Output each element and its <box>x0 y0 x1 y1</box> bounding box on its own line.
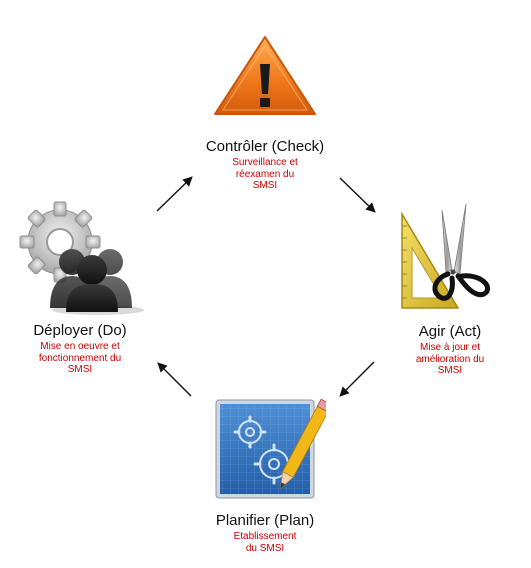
subtitle-line: SMSI <box>252 180 278 191</box>
subtitle-line: SMSI <box>437 365 463 376</box>
subtitle-line: fonctionnement du <box>38 352 122 364</box>
subtitle-line: du SMSI <box>245 542 285 554</box>
node-subtitle: Mise à jour et amélioration du SMSI <box>388 342 512 377</box>
set-square-scissors-icon <box>401 203 491 309</box>
subtitle-line: amélioration du <box>415 353 485 365</box>
node-title: Planifier (Plan) <box>215 512 315 529</box>
subtitle-line: SMSI <box>67 364 93 375</box>
node-check: Contrôler (Check) Surveillance et réexam… <box>190 138 340 192</box>
subtitle-line: réexamen du <box>235 168 295 180</box>
arrow-act-to-plan <box>339 361 375 397</box>
node-title: Contrôler (Check) <box>205 138 325 155</box>
subtitle-line: Surveillance et <box>232 157 298 168</box>
arrow-do-to-check <box>156 176 193 212</box>
arrow-plan-to-do <box>157 362 192 397</box>
warning-icon <box>214 36 316 115</box>
node-subtitle: Surveillance et réexamen du SMSI <box>190 157 340 192</box>
subtitle-line: Etablissement <box>233 531 297 542</box>
subtitle-line: Mise à jour et <box>419 342 481 353</box>
node-subtitle: Mise en oeuvre et fonctionnement du SMSI <box>10 341 150 376</box>
node-act: Agir (Act) Mise à jour et amélioration d… <box>388 323 512 377</box>
node-plan: Planifier (Plan) Etablissement du SMSI <box>195 512 335 554</box>
node-subtitle: Etablissement du SMSI <box>195 531 335 554</box>
node-title: Déployer (Do) <box>33 322 127 339</box>
arrow-check-to-act <box>339 177 376 213</box>
subtitle-line: Mise en oeuvre et <box>40 341 120 352</box>
node-title: Agir (Act) <box>418 323 482 340</box>
blueprint-pencil-icon <box>215 398 326 499</box>
node-do: Déployer (Do) Mise en oeuvre et fonction… <box>10 322 150 376</box>
gear-people-icon <box>19 201 144 315</box>
